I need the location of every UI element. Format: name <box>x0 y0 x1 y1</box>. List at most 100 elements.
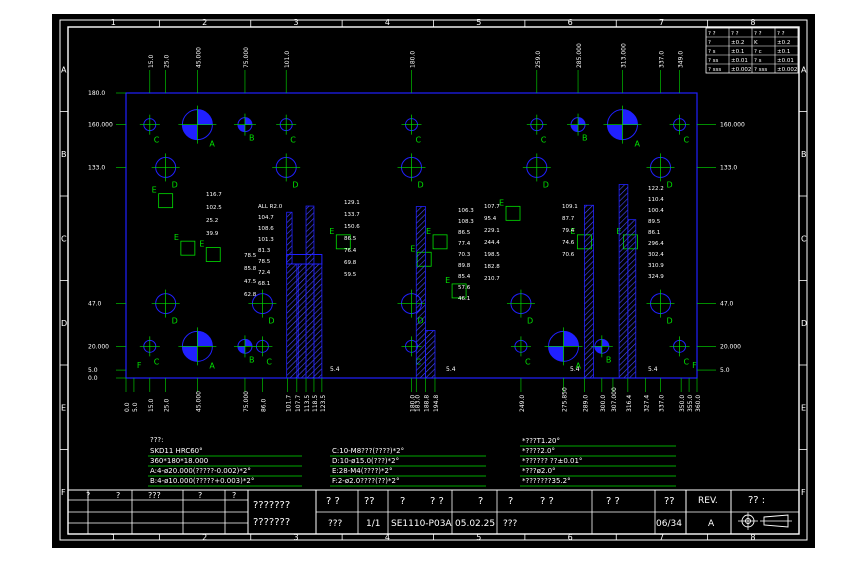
slot <box>618 184 629 379</box>
tb-col-9: ?? <box>664 496 675 507</box>
hole-label-e: E <box>199 240 204 249</box>
hole-a-fill <box>197 109 213 125</box>
tol-cell: ? ? <box>731 31 739 37</box>
dim-bottom-label: 86.0 <box>260 398 267 412</box>
tol-cell: ±0.1 <box>731 49 744 55</box>
tol-cell: ±0.002 <box>777 67 797 73</box>
dim-left-label: 0.0 <box>88 375 98 382</box>
tol-cell: ? ? <box>777 31 785 37</box>
dim-bottom-label: 75.000 <box>243 391 250 412</box>
dim-bottom-label: 194.8 <box>433 395 440 412</box>
hole-label-e: E <box>174 233 179 242</box>
hole-label-e: E <box>152 186 157 195</box>
dim-mid-center: 89.8 <box>458 263 471 269</box>
hole-label-a: A <box>209 140 215 149</box>
slot <box>583 204 594 379</box>
dim-bottom-label: 123.5 <box>320 395 327 412</box>
dim-bottom-label: 113.5 <box>304 395 311 412</box>
hole-label-b: B <box>582 134 588 143</box>
dim-mid-right: 109.1 <box>562 204 578 210</box>
dim-top-label: 15.0 <box>148 54 155 68</box>
tb-col-2: ?? <box>364 496 375 507</box>
tb-col-8: ? ? <box>606 496 620 507</box>
hole-e <box>335 234 351 250</box>
dim-mid-right: 87.7 <box>562 216 575 222</box>
dim-mid-left: 72.4 <box>258 270 271 276</box>
slot <box>286 211 293 265</box>
dim-mid-right: 86.1 <box>648 230 660 236</box>
dim-bottom-label: 188.8 <box>423 395 430 412</box>
tb-header-1: ? <box>86 491 90 500</box>
tb-header-2: ? <box>116 491 120 500</box>
hole-label-e: E <box>329 227 334 236</box>
zone-row-left-D: D <box>61 319 67 328</box>
slot <box>415 206 426 379</box>
note-hole-d: D:10-ø15.0(???)*2° <box>332 457 399 465</box>
dim-top-label: 45.000 <box>195 47 202 68</box>
note-right-5: *???????35.2° <box>522 477 571 485</box>
slot <box>313 263 323 379</box>
hole-label-d: D <box>667 317 673 326</box>
slot <box>305 205 315 265</box>
hole-label-e: E <box>426 227 431 236</box>
zone-col-top-7: 7 <box>659 18 664 27</box>
dim-mid-right: 310.9 <box>648 263 664 269</box>
dim-mid-left: 78.5 <box>244 253 257 259</box>
dim-mid-left: 47.5 <box>244 279 257 285</box>
dim-mid-center: 198.5 <box>484 252 500 258</box>
dim-mid-left: 129.1 <box>344 200 360 206</box>
dim-mid-left: 68.1 <box>258 281 270 287</box>
dim-mid-right: 89.5 <box>648 219 661 225</box>
tb-part-name-2: ??????? <box>253 517 290 528</box>
hole-label-c: C <box>525 357 531 366</box>
dim-bottom-label: 249.0 <box>519 395 526 412</box>
zone-col-bottom-3: 3 <box>293 533 298 542</box>
tb-designer: ??? <box>328 519 343 529</box>
hole-label-d: D <box>172 180 178 189</box>
hole-b-fill <box>237 124 245 132</box>
dim-left-label: 160.000 <box>88 122 113 129</box>
hole-label-e: E <box>570 227 575 236</box>
dim-left-label: 180.0 <box>88 90 105 97</box>
zone-col-top-5: 5 <box>476 18 481 27</box>
notes-left: ???: SKD11 HRC60° 360*180*18.000 A:4-ø20… <box>148 436 302 487</box>
dim-mid-left: 69.8 <box>344 260 357 266</box>
hole-label-d: D <box>268 317 274 326</box>
slot-bridge <box>286 254 323 265</box>
dim-top-label: 259.0 <box>535 51 542 68</box>
hole-pattern: AAAABBBBCCCCCCCCCCDDDDDDDDDDFFEEEEEEEEEE <box>137 105 697 370</box>
slot-pattern <box>286 184 637 379</box>
tb-checker: ??? <box>503 519 518 529</box>
notes-center: C:10-M8???(????)*2° D:10-ø15.0(???)*2° E… <box>330 447 486 487</box>
hole-e <box>505 205 521 221</box>
dim-mid-left: 104.7 <box>258 215 274 221</box>
hole-e <box>205 247 221 262</box>
hole-b-fill <box>594 346 602 354</box>
hole-label-a: A <box>576 361 582 370</box>
dim-bottom-label: 118.5 <box>312 395 319 412</box>
title-block: ? ? ??? ? ? ??????? ??????? ? ? ?? ? ? ?… <box>67 489 800 535</box>
zone-col-bottom-1: 1 <box>111 533 116 542</box>
dim-mid-right: 74.6 <box>562 240 575 246</box>
tol-cell: ? sss <box>754 67 767 73</box>
hole-a-fill <box>563 331 579 347</box>
zone-row-left-E: E <box>61 403 66 412</box>
tol-cell: ±0.01 <box>731 58 748 64</box>
tb-part-name: ??????? <box>253 500 290 511</box>
dim-mid-left: 39.9 <box>206 231 219 237</box>
hole-b-fill <box>601 339 609 347</box>
dim-bottom-label: 350.0 <box>679 395 686 412</box>
note-size: 360*180*18.000 <box>150 457 208 465</box>
hole-a-fill <box>548 346 564 362</box>
hole-e <box>158 193 174 209</box>
dim-mid-center: 95.4 <box>484 216 497 222</box>
dim-mid-left: 108.6 <box>258 226 274 232</box>
tb-col-3: ? <box>400 496 405 507</box>
dim-mid-center: 46.1 <box>458 296 470 302</box>
dim-mid-left: 86.5 <box>344 236 357 242</box>
note-right-4: *???ø2.0° <box>522 467 556 475</box>
dim-mid-right: 324.9 <box>648 274 664 280</box>
zone-row-right-A: A <box>801 65 807 74</box>
